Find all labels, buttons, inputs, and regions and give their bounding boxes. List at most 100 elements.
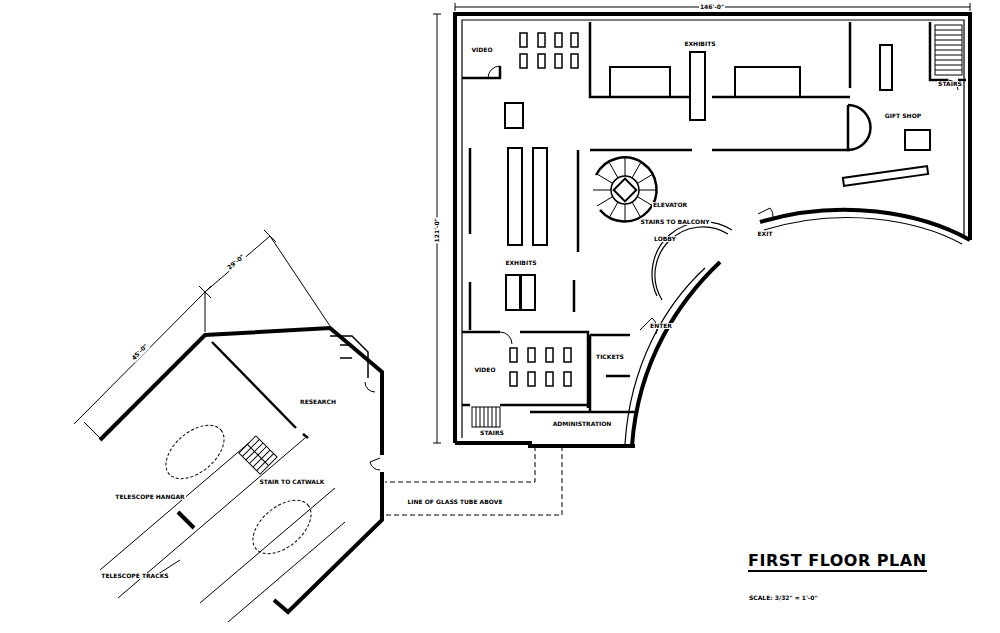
interior-wall [530, 411, 635, 414]
glass-wall [625, 268, 705, 444]
room-label: STAIRS TO BALCONY [639, 219, 710, 226]
exhibit-case [735, 67, 800, 97]
glass-wall [462, 20, 964, 438]
room-label: ENTER [649, 323, 673, 330]
spiral-stair [596, 157, 657, 221]
telescope-position [243, 490, 321, 564]
note-label: TELESCOPE TRACKS [100, 573, 169, 580]
room-label: EXHIBITS [683, 41, 716, 48]
stair-symbol [935, 25, 962, 75]
hangar-wall [100, 328, 382, 455]
dimension-line [74, 3, 970, 443]
dimension-text: 146'-0" [699, 4, 725, 11]
note-label: STAIR TO CATWALK [259, 479, 326, 486]
video-seating [555, 54, 562, 68]
stair-symbol [239, 25, 962, 474]
video-seating [546, 372, 553, 386]
outer-wall [455, 14, 970, 443]
exhibit-case [843, 166, 928, 186]
dimension-line [199, 230, 276, 298]
spiral-stair [593, 158, 657, 222]
dimension-text: 45'-0" [130, 342, 150, 362]
room-label: VIDEO [470, 47, 493, 54]
interior-wall [930, 22, 966, 80]
telescope-position [156, 415, 321, 564]
outer-wall [455, 14, 970, 446]
hangar-wall [100, 328, 382, 612]
interior-wall [462, 332, 588, 408]
spiral-stair [611, 176, 639, 204]
video-seating [510, 372, 517, 386]
stair-symbol [935, 30, 962, 70]
interior-wall [462, 404, 588, 407]
glass-tube-line [385, 446, 535, 482]
stair-symbol [472, 407, 500, 427]
stair-symbol [476, 407, 496, 427]
hangar-wall [274, 472, 382, 612]
hangar-interior [178, 512, 194, 528]
interior-wall [574, 150, 578, 312]
room-label: VIDEO [473, 367, 496, 374]
interior-wall [462, 66, 500, 78]
video-seating [520, 33, 527, 47]
interior-wall [590, 149, 850, 152]
room-label: TELESCOPE HANGAR [114, 494, 185, 501]
exhibit-case [533, 148, 547, 245]
door-swing [488, 66, 500, 78]
exhibit-case [521, 275, 535, 310]
video-seating [520, 54, 527, 68]
room-label: ELEVATOR [652, 202, 688, 209]
exhibit-case [905, 130, 930, 150]
room-label: STAIRS [479, 430, 505, 437]
telescope-track [100, 442, 250, 570]
glass-wall [764, 218, 962, 244]
hangar-interior [178, 336, 368, 528]
exhibit-case [506, 275, 520, 310]
interior-wall [590, 22, 850, 97]
video-seating [571, 54, 578, 68]
video-seating [510, 33, 578, 386]
room-label: GIFT SHOP [884, 113, 922, 120]
dimension-line [433, 14, 441, 443]
telescope-track [200, 488, 335, 603]
exhibit-case [505, 45, 930, 310]
plan-title: FIRST FLOOR PLAN [748, 552, 927, 572]
room-label: ADMINISTRATION [552, 421, 613, 428]
exhibit-case [508, 148, 522, 245]
glass-wall [652, 222, 732, 296]
interior-wall [849, 22, 852, 88]
video-seating [538, 54, 545, 68]
room-label: EXHIBITS [504, 260, 537, 267]
door-swing [365, 382, 375, 392]
door-swing [758, 208, 773, 220]
telescope-track [228, 522, 345, 622]
door-swing [370, 458, 380, 470]
spiral-stair [593, 157, 657, 222]
room-label: STAIRS [937, 81, 963, 88]
video-seating [555, 33, 562, 47]
video-seating [510, 348, 517, 362]
video-seating [538, 33, 545, 47]
outer-wall [760, 210, 970, 240]
room-label: EXIT [756, 231, 773, 238]
dimension-text: 29'-0" [225, 252, 246, 271]
hangar-interior [330, 336, 368, 378]
interior-wall [462, 22, 966, 412]
exhibit-case [880, 45, 892, 90]
telescope-position [156, 415, 234, 489]
interior-wall [469, 148, 472, 330]
dimension-line [455, 3, 970, 11]
hangar-interior [212, 342, 308, 438]
dimension-line [74, 286, 211, 424]
room-label: RESEARCH [299, 399, 337, 406]
telescope-track [100, 438, 345, 622]
video-seating [528, 348, 535, 362]
video-seating [564, 372, 571, 386]
exhibit-case [505, 103, 523, 128]
stair-symbol [239, 436, 277, 474]
spiral-stair [614, 179, 637, 202]
video-seating [564, 348, 571, 362]
door-swing [365, 66, 958, 470]
